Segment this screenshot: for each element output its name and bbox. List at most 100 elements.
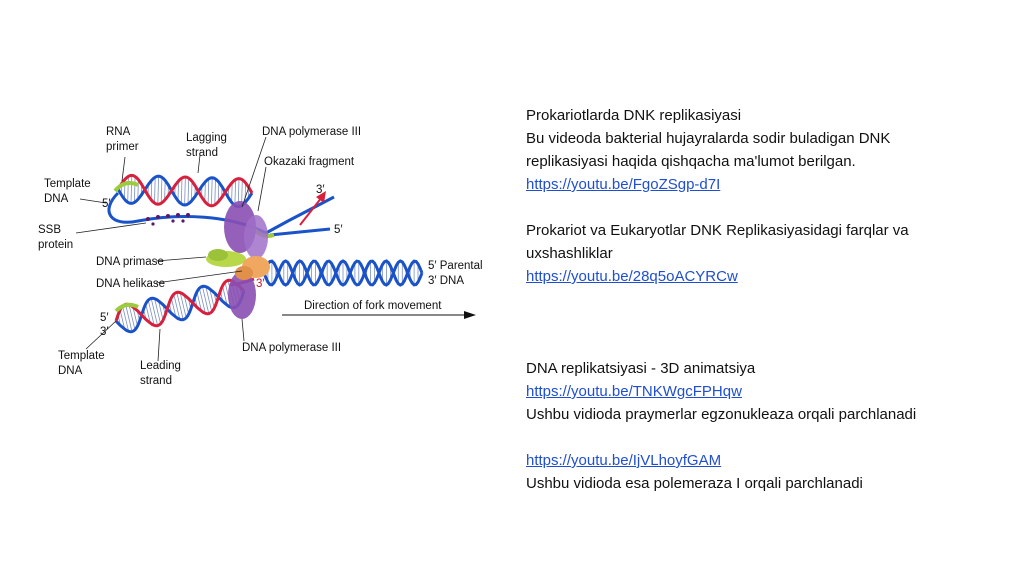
leader-ssb: [75, 222, 147, 234]
end-3-top: 3′: [316, 184, 325, 196]
label-dna-polymerase-top: DNA polymerase III: [262, 126, 361, 138]
dna-polymerase-bottom-shape: [228, 271, 256, 319]
leader-primase: [155, 256, 207, 262]
okazaki-arrowhead: [316, 191, 326, 203]
base-pair: [209, 288, 215, 309]
leader-rna-primer: [121, 156, 126, 182]
end-5-bottom: 5′: [100, 312, 109, 324]
end-5-top: 5′: [102, 198, 111, 210]
video-link-2[interactable]: https://youtu.be/28q5oACYRCw: [526, 268, 738, 285]
base-pair: [191, 181, 193, 202]
base-pair: [157, 176, 159, 205]
rna-primer-top: [113, 181, 139, 193]
base-pair: [231, 182, 233, 203]
base-pair: [184, 176, 186, 206]
base-pair: [145, 303, 151, 324]
base-pair: [170, 297, 177, 318]
base-pair: [160, 177, 163, 204]
dna-primase-shape-2: [208, 249, 228, 261]
base-pair: [217, 182, 220, 202]
ssb-protein-dots: [146, 213, 190, 226]
label-okazaki-fragment: Okazaki fragment: [264, 156, 355, 168]
strand-a: [114, 284, 246, 334]
strand-a: [262, 259, 424, 287]
base-pair: [179, 292, 187, 318]
video-link-1[interactable]: https://youtu.be/FgoZSgp-d7I: [526, 176, 721, 193]
block2-line1: Prokariot va Eukaryotlar DNK Replikasiya…: [526, 222, 909, 239]
dna-helikase-shape-2: [235, 266, 253, 280]
base-pair: [150, 180, 153, 200]
direction-arrowhead: [464, 311, 476, 319]
base-pair: [196, 291, 202, 312]
label-direction: Direction of fork movement: [304, 300, 442, 312]
base-pair: [234, 179, 236, 206]
spacer: [526, 288, 1006, 334]
base-pair: [154, 298, 161, 324]
base-pair: [207, 178, 210, 205]
base-pair: [222, 285, 228, 306]
end-5-right: 5′: [334, 224, 343, 236]
block1-title: Prokariotlarda DNK replikasiyasi: [526, 107, 742, 124]
base-pair: [128, 304, 136, 330]
base-pair: [154, 177, 156, 204]
leader-leading: [157, 328, 161, 362]
video-link-3[interactable]: https://youtu.be/TNKWgcFPHqw: [526, 383, 742, 400]
parental-dna-helix: [262, 259, 424, 287]
label-dna-primase: DNA primase: [96, 256, 164, 268]
block4-desc: Ushbu vidioda esa polemeraza I orqali pa…: [526, 475, 863, 492]
spacer: [526, 334, 1006, 357]
leader-template-top: [79, 198, 107, 204]
base-pair: [164, 180, 166, 201]
base-pair: [177, 180, 179, 201]
video-links-panel: Prokariotlarda DNK replikasiyasi Bu vide…: [526, 104, 1006, 495]
okazaki-fragment-arrow: [299, 196, 323, 226]
video-link-4[interactable]: https://youtu.be/IjVLhoyfGAM: [526, 452, 722, 469]
base-pair: [176, 292, 184, 320]
label-dna-polymerase-bottom: DNA polymerase III: [242, 342, 341, 354]
base-pair: [204, 181, 206, 202]
spacer: [526, 426, 1006, 449]
base-pair: [134, 176, 136, 203]
base-pair: [132, 306, 138, 327]
base-pair: [130, 175, 133, 204]
base-pair: [202, 286, 210, 314]
strand-b: [116, 173, 254, 208]
end-3-red: 3′: [256, 278, 265, 290]
base-pair: [205, 286, 213, 312]
lagging-strand-helix: [116, 173, 254, 209]
block3-desc: Ushbu vidioda praymerlar egzonukleaza or…: [526, 406, 917, 423]
dna-polymerase-top-shape-2: [244, 215, 268, 259]
leader-okazaki: [257, 166, 267, 212]
rna-primer-bottom: [114, 302, 139, 313]
leader-lagging: [197, 154, 201, 174]
leading-strand-helix: [114, 278, 246, 334]
strand-a: [116, 174, 254, 209]
base-pair: [214, 178, 216, 205]
base-pair: [211, 177, 213, 206]
base-pair: [158, 300, 164, 321]
base-pair: [147, 300, 155, 326]
spacer: [526, 196, 1006, 219]
end-3-bottom: 3′: [100, 326, 109, 338]
base-pair: [244, 182, 246, 203]
block3-title: DNA replikatsiyasi - 3D animatsiya: [526, 360, 756, 377]
base-pair: [127, 176, 129, 203]
base-pair: [125, 304, 133, 332]
strand-b: [114, 278, 246, 328]
leader-polymerase-bottom: [241, 318, 245, 342]
strand-b: [262, 259, 424, 287]
block1-line2: replikasiyasi haqida qishqacha ma'lumot …: [526, 153, 856, 170]
base-pair: [150, 298, 158, 326]
lagging-strand-tail: [269, 227, 331, 237]
leader-helikase: [155, 270, 243, 284]
base-pair: [119, 309, 126, 330]
base-pair: [180, 177, 183, 204]
base-pair: [173, 294, 181, 320]
base-pair: [187, 178, 190, 205]
